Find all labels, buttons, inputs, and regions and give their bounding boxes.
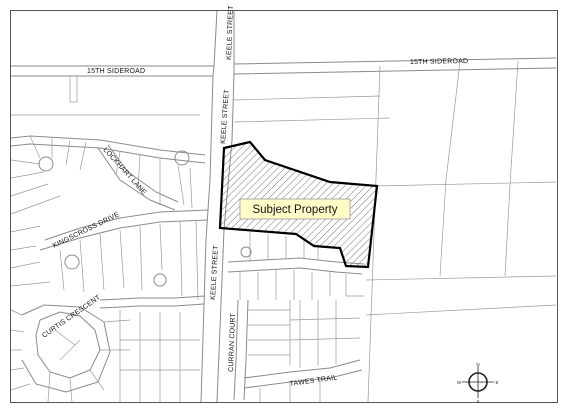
subject-label: Subject Property	[252, 204, 337, 216]
label-15th-sideroad-east: 15TH SIDEROAD	[410, 58, 468, 66]
label-curran-court: CURRAN COURT	[228, 312, 237, 372]
subject-label-box	[239, 198, 351, 220]
label-keele-street-mid: KEELE STREET	[220, 89, 231, 144]
compass-east: E	[495, 380, 498, 385]
compass-south: S	[476, 399, 479, 404]
label-curtis-crescent: CURTIS CRESCENT	[41, 294, 102, 340]
compass-north: N	[476, 362, 479, 367]
compass-west: W	[457, 380, 462, 385]
lots-north	[11, 60, 557, 403]
road-keele-street	[200, 10, 235, 403]
road-15th-sideroad	[11, 57, 557, 77]
label-keele-street-north: KEELE STREET	[226, 5, 235, 60]
map-frame	[10, 10, 558, 403]
compass-icon: N E S W	[457, 362, 499, 404]
label-keele-street-south: KEELE STREET	[210, 245, 220, 300]
label-lockhart-lane: LOCKHART LANE	[102, 147, 148, 197]
label-15th-sideroad-west: 15TH SIDEROAD	[87, 68, 145, 75]
lots-west-subdivision	[10, 135, 209, 403]
label-tawes-trail: TAWES TRAIL	[289, 374, 337, 388]
